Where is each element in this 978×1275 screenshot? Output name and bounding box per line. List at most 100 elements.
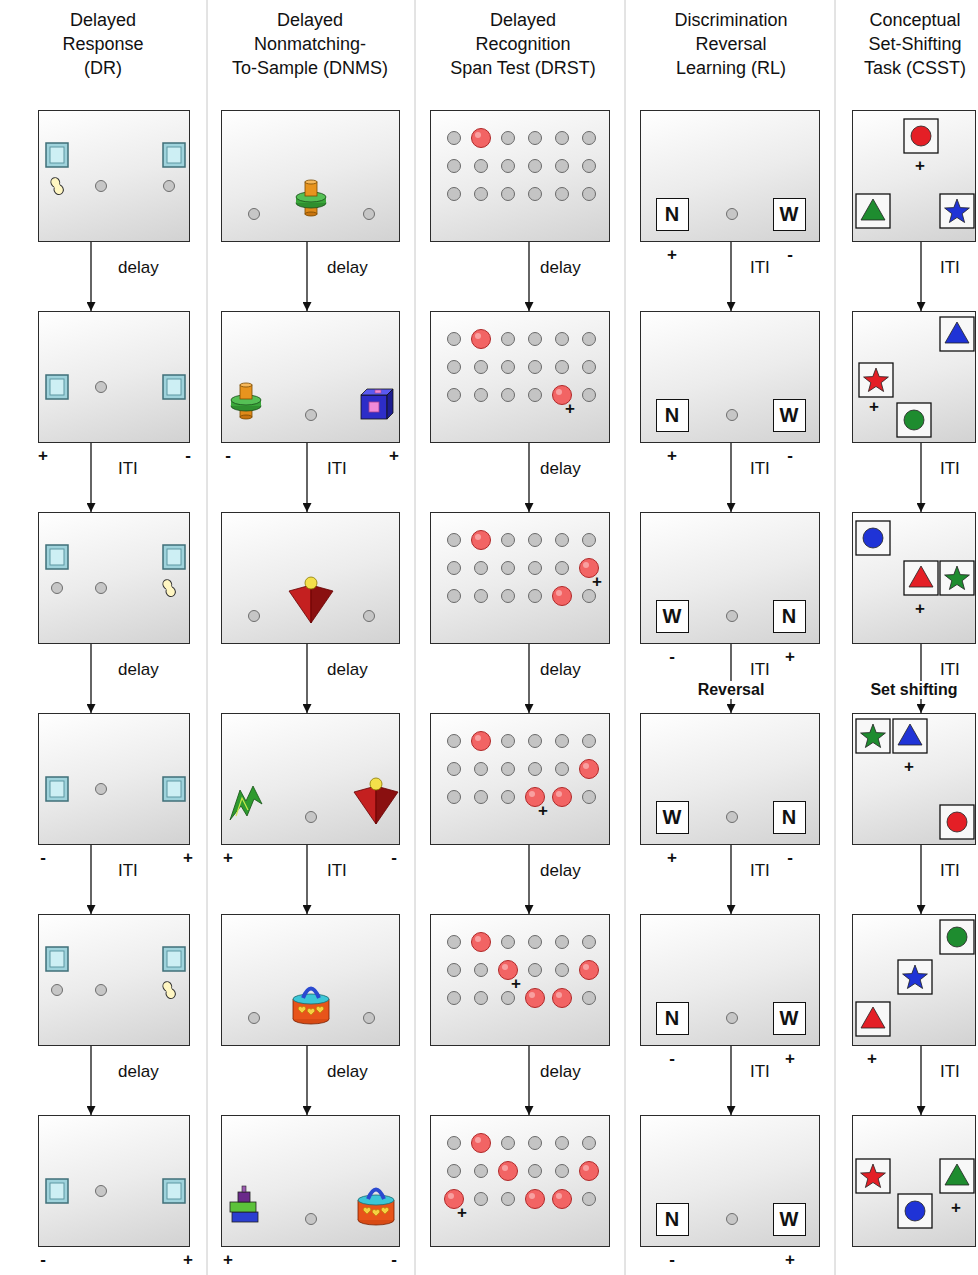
panel-illustration	[856, 119, 974, 228]
peanut-lobe	[52, 183, 65, 196]
task-panel	[38, 914, 190, 1046]
triangle-stimulus	[945, 322, 969, 343]
location-disk	[502, 992, 515, 1005]
stimulus-box	[940, 194, 974, 228]
location-disk-lit	[472, 330, 491, 349]
food-well	[364, 209, 375, 220]
separator-line	[207, 0, 208, 1275]
interval-label: delay	[540, 660, 581, 680]
reward-sign: +	[951, 1199, 961, 1216]
interval-label: ITI	[750, 660, 770, 680]
location-disk	[448, 590, 461, 603]
location-disk-shine	[556, 389, 562, 395]
stimulus-box	[940, 1159, 974, 1193]
panel-illustration	[249, 577, 375, 623]
cover-cup	[46, 545, 68, 569]
cover-cup	[46, 1179, 68, 1203]
food-well	[96, 181, 107, 192]
location-disk	[475, 763, 488, 776]
card-letter: W	[780, 1209, 799, 1229]
toy-part	[230, 786, 262, 820]
location-disk-shine	[556, 992, 562, 998]
panel-drawing	[431, 111, 609, 241]
location-disk	[502, 735, 515, 748]
reward-sign: +	[183, 1251, 193, 1268]
location-disk	[529, 534, 542, 547]
reward-sign: -	[669, 1251, 675, 1268]
food-well	[96, 583, 107, 594]
cover-cup	[163, 777, 185, 801]
location-disk-shine	[475, 534, 481, 540]
circle-stimulus	[863, 528, 883, 548]
location-disk	[502, 534, 515, 547]
task-panel	[221, 512, 400, 644]
location-disk	[583, 389, 596, 402]
reward-sign: +	[511, 975, 521, 992]
interval-label: delay	[118, 660, 159, 680]
interval-arrow	[920, 644, 921, 713]
interval-arrow	[306, 1046, 307, 1115]
stimulus-box	[940, 920, 974, 954]
interval-label: delay	[540, 1062, 581, 1082]
location-disk	[502, 590, 515, 603]
location-disk-lit	[526, 989, 545, 1008]
title-line: Conceptual	[864, 8, 966, 32]
task-panel	[852, 311, 976, 443]
location-disk-shine	[529, 992, 535, 998]
interval-label: delay	[327, 1062, 368, 1082]
panel-drawing	[853, 111, 975, 241]
toy-part	[305, 212, 317, 216]
panel-illustration	[46, 143, 185, 196]
panel-drawing	[431, 513, 609, 643]
reward-sign: +	[869, 398, 879, 415]
cover-cup-top	[167, 1183, 181, 1199]
location-disk	[475, 791, 488, 804]
cover-cup	[46, 777, 68, 801]
panel-illustration	[448, 933, 599, 1008]
stimulus-box	[940, 561, 974, 595]
location-disk	[502, 936, 515, 949]
location-disk	[448, 361, 461, 374]
location-disk	[529, 735, 542, 748]
stimulus-box	[856, 1159, 890, 1193]
stimulus-box	[856, 1002, 890, 1036]
task-panel	[38, 110, 190, 242]
location-disk-lit	[526, 1190, 545, 1209]
interval-arrow	[730, 443, 731, 512]
panel-illustration	[856, 521, 974, 595]
panel-illustration	[46, 1179, 185, 1203]
interval-label: ITI	[118, 861, 138, 881]
task-panel	[430, 1115, 610, 1247]
location-disk-shine	[556, 791, 562, 797]
stimulus-box	[898, 1194, 932, 1228]
peanut-reward	[49, 176, 65, 196]
panel-drawing	[222, 111, 399, 241]
toy-part	[381, 1207, 389, 1214]
task-panel	[430, 713, 610, 845]
location-disk	[529, 1165, 542, 1178]
food-well	[96, 784, 107, 795]
stimulus-card: N	[656, 198, 689, 231]
cover-cup	[46, 375, 68, 399]
location-disk-shine	[475, 936, 481, 942]
panel-illustration	[859, 317, 974, 437]
reward-sign: +	[592, 573, 602, 590]
location-disk	[556, 132, 569, 145]
location-disk-shine	[502, 1165, 508, 1171]
interval-arrow	[528, 1046, 529, 1115]
stimulus-card: N	[656, 399, 689, 432]
panel-drawing	[853, 714, 975, 844]
toy-part	[361, 395, 387, 419]
toy-part	[240, 415, 252, 419]
panel-illustration	[231, 383, 393, 421]
circle-stimulus	[947, 927, 967, 947]
toy-part	[370, 778, 382, 790]
panel-illustration	[856, 719, 974, 839]
interval-arrow	[730, 1046, 731, 1115]
task-panel	[221, 713, 400, 845]
triangle-stimulus	[909, 566, 933, 587]
location-disk	[556, 936, 569, 949]
card-letter: N	[665, 405, 679, 425]
separator-line	[835, 0, 836, 1275]
panel-illustration	[46, 777, 185, 801]
